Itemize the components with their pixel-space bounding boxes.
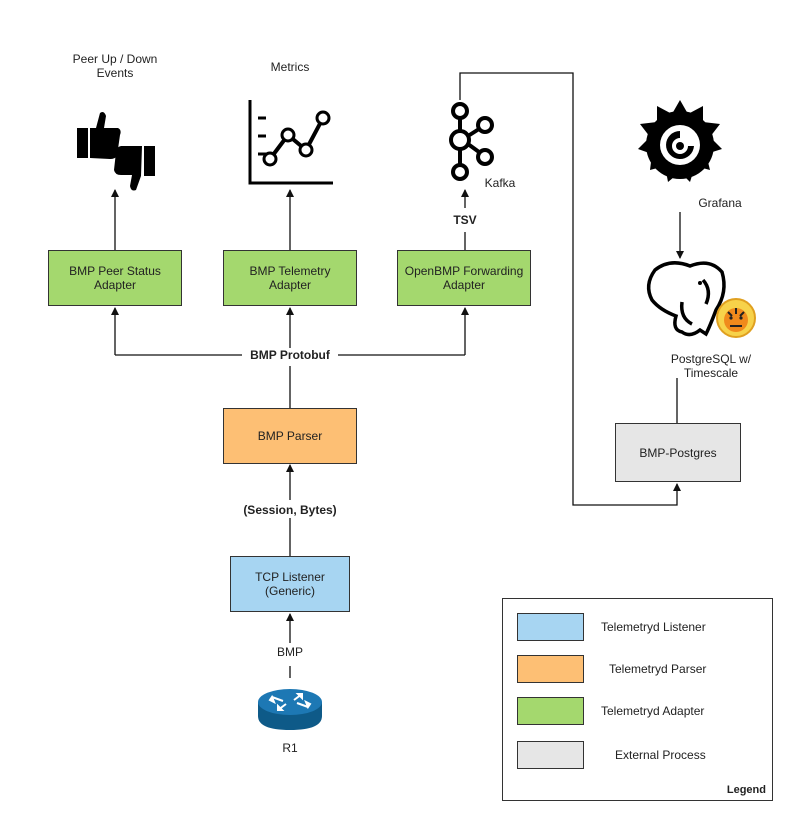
router-icon bbox=[258, 689, 322, 730]
legend: Telemetryd Listener Telemetryd Parser Te… bbox=[502, 598, 773, 801]
legend-label-adapter: Telemetryd Adapter bbox=[601, 704, 705, 718]
tsv-label: TSV bbox=[445, 213, 485, 227]
line-chart-icon bbox=[248, 100, 333, 185]
peer-status-adapter-node: BMP Peer Status Adapter bbox=[48, 250, 182, 306]
legend-label-listener: Telemetryd Listener bbox=[601, 620, 706, 634]
legend-swatch-external bbox=[517, 741, 584, 769]
legend-swatch-adapter bbox=[517, 697, 584, 725]
forwarding-adapter-node: OpenBMP Forwarding Adapter bbox=[397, 250, 531, 306]
postgresql-icon bbox=[646, 261, 726, 337]
legend-item-external: External Process bbox=[517, 741, 757, 769]
session-bytes-label: (Session, Bytes) bbox=[232, 503, 348, 517]
edge-kafka-to-bmp-postgres bbox=[459, 72, 681, 506]
legend-label-external: External Process bbox=[615, 748, 706, 762]
r1-label: R1 bbox=[282, 741, 298, 755]
legend-item-adapter: Telemetryd Adapter bbox=[517, 697, 757, 725]
peer-events-label: Peer Up / Down Events bbox=[72, 52, 158, 80]
telemetry-adapter-node: BMP Telemetry Adapter bbox=[223, 250, 357, 306]
legend-item-parser: Telemetryd Parser bbox=[517, 655, 757, 683]
bmp-label: BMP bbox=[270, 645, 310, 659]
grafana-label: Grafana bbox=[698, 196, 742, 210]
bmp-protobuf-label: BMP Protobuf bbox=[242, 348, 338, 362]
bmp-postgres-node: BMP-Postgres bbox=[615, 423, 741, 482]
legend-swatch-listener bbox=[517, 613, 584, 641]
kafka-icon bbox=[449, 102, 494, 181]
legend-item-listener: Telemetryd Listener bbox=[517, 613, 757, 641]
tcp-listener-node: TCP Listener (Generic) bbox=[230, 556, 350, 612]
kafka-label: Kafka bbox=[484, 176, 516, 190]
metrics-label: Metrics bbox=[270, 60, 310, 74]
timescale-tiger-icon bbox=[716, 298, 756, 338]
postgresql-label: PostgreSQL w/ Timescale bbox=[670, 352, 752, 380]
legend-label-parser: Telemetryd Parser bbox=[609, 662, 707, 676]
grafana-icon bbox=[638, 100, 722, 182]
legend-title: Legend bbox=[726, 784, 766, 796]
thumbs-up-down-icon bbox=[77, 112, 155, 191]
legend-swatch-parser bbox=[517, 655, 584, 683]
bmp-parser-node: BMP Parser bbox=[223, 408, 357, 464]
